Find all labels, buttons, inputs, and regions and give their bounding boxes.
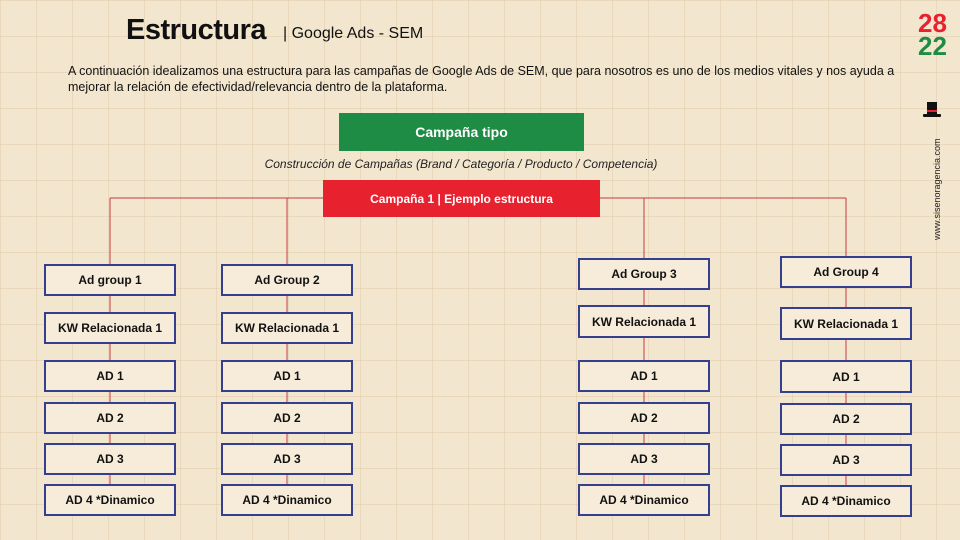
ad-node: AD 1 <box>44 360 176 392</box>
ad-node: AD 4 *Dinamico <box>780 485 912 517</box>
logo-bottom-number: 22 <box>918 31 947 61</box>
intro-paragraph: A continuación idealizamos una estructur… <box>68 64 895 94</box>
ad-node: AD 2 <box>44 402 176 434</box>
ad-node: AD 3 <box>44 443 176 475</box>
ad-node: AD 3 <box>578 443 710 475</box>
ad-node: AD 2 <box>221 402 353 434</box>
ad-node: AD 4 *Dinamico <box>578 484 710 516</box>
ad-node: AD 1 <box>221 360 353 392</box>
keyword-node: KW Relacionada 1 <box>44 312 176 344</box>
ad-node: AD 2 <box>578 402 710 434</box>
ad-node: AD 3 <box>780 444 912 476</box>
ad-node: AD 4 *Dinamico <box>221 484 353 516</box>
keyword-node: KW Relacionada 1 <box>578 305 710 338</box>
logo-top-number: 28 <box>918 8 947 38</box>
campaign-box: Campaña 1 | Ejemplo estructura <box>323 180 600 217</box>
ad-group-node: Ad Group 2 <box>221 264 353 296</box>
website-text: www.sisenoragencia.com <box>932 138 942 240</box>
ad-node: AD 4 *Dinamico <box>44 484 176 516</box>
top-hat-icon <box>923 102 941 117</box>
ad-node: AD 1 <box>780 360 912 393</box>
ad-group-node: Ad group 1 <box>44 264 176 296</box>
page-title: Estructura <box>126 14 267 46</box>
ad-group-node: Ad Group 3 <box>578 258 710 290</box>
keyword-node: KW Relacionada 1 <box>221 312 353 344</box>
ad-node: AD 1 <box>578 360 710 392</box>
ad-node: AD 3 <box>221 443 353 475</box>
campaign-type-box: Campaña tipo <box>339 113 584 151</box>
brand-logo: 28 22 <box>918 8 947 61</box>
keyword-node: KW Relacionada 1 <box>780 307 912 340</box>
campaign-caption: Construcción de Campañas (Brand / Catego… <box>264 157 658 171</box>
ad-node: AD 2 <box>780 403 912 435</box>
ad-group-node: Ad Group 4 <box>780 256 912 288</box>
page-subtitle: | Google Ads - SEM <box>283 25 424 42</box>
